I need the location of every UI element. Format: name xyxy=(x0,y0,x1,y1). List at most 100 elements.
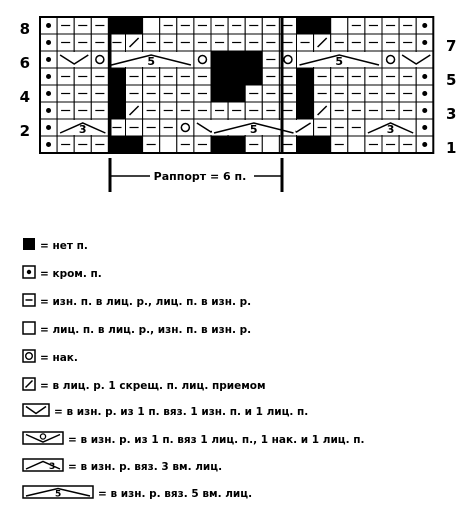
knit-cell xyxy=(263,137,279,152)
knit-cell xyxy=(143,18,159,33)
no-stitch-cell xyxy=(296,17,314,34)
no-stitch-cell xyxy=(228,136,246,153)
v-chevron-icon xyxy=(22,402,50,421)
decrease-mark xyxy=(367,122,414,134)
yarn-over-mark xyxy=(385,54,396,65)
svg-text:5: 5 xyxy=(55,490,61,500)
row-label-left: 8 xyxy=(20,20,30,38)
no-stitch-cell xyxy=(125,136,143,153)
legend-item: = в изн. р. из 1 п. вяз. 1 изн. п. и 1 л… xyxy=(22,402,308,421)
legend-item: = кром. п. xyxy=(22,264,102,283)
decrease-cell xyxy=(365,120,416,135)
decrease-number: 3 xyxy=(387,123,395,136)
edge-dot xyxy=(46,142,52,147)
edge-dot xyxy=(46,108,52,113)
decrease-cell xyxy=(212,120,296,135)
legend-item: = в изн. р. из 1 п. вяз 1 лиц. п., 1 нак… xyxy=(22,430,364,449)
no-stitch-cell xyxy=(296,136,314,153)
decrease-mark xyxy=(111,54,192,66)
yarn-over-mark xyxy=(180,122,191,133)
slash-mark xyxy=(128,105,140,116)
decrease-mark xyxy=(59,122,106,134)
no-stitch-cell xyxy=(296,85,314,102)
v-chevron-cell xyxy=(400,52,433,67)
no-stitch-cell xyxy=(211,51,229,68)
knit-cell xyxy=(348,137,364,152)
decrease-cell xyxy=(297,52,381,67)
no-stitch-cell xyxy=(125,17,143,34)
no-stitch-cell xyxy=(313,17,331,34)
legend-item: = в лиц. р. 1 скрещ. п. лиц. приемом xyxy=(22,376,266,395)
dec3-icon: 3 xyxy=(22,457,64,476)
legend-text: = в изн. р. из 1 п. вяз 1 лиц. п., 1 нак… xyxy=(68,433,365,446)
decrease-mark xyxy=(299,54,380,66)
no-stitch-cell xyxy=(296,68,314,85)
v-o-chevron-icon xyxy=(22,430,64,449)
edge-dot xyxy=(422,142,428,147)
no-stitch-cell xyxy=(211,136,229,153)
no-stitch-cell xyxy=(211,68,229,85)
empty-square-icon xyxy=(22,320,36,339)
no-stitch-cell xyxy=(313,136,331,153)
no-stitch-cell xyxy=(245,68,263,85)
legend-item: = изн. п. в лиц. р., лиц. п. в изн. р. xyxy=(22,292,251,311)
legend-text: = изн. п. в лиц. р., лиц. п. в изн. р. xyxy=(40,295,252,308)
yarn-over-cell xyxy=(280,52,296,67)
row-labels: 8 6 4 2 7 5 3 1 xyxy=(20,20,457,157)
edge-dot xyxy=(422,74,428,79)
legend-text: = кром. п. xyxy=(40,267,102,280)
no-stitch-cell xyxy=(228,85,246,102)
legend-text: = в изн. р. из 1 п. вяз. 1 изн. п. и 1 л… xyxy=(54,405,309,418)
decrease-cell xyxy=(109,52,193,67)
slash-mark xyxy=(128,37,140,48)
no-stitch-cell xyxy=(228,68,246,85)
no-stitch-cell xyxy=(211,85,229,102)
no-stitch-cell xyxy=(108,136,126,153)
yarn-over-mark xyxy=(95,54,105,65)
v-chevron-mark xyxy=(59,54,89,65)
knit-cell xyxy=(160,137,176,152)
legend-text: = в изн. р. вяз. 3 вм. лиц. xyxy=(68,460,223,473)
edge-dot xyxy=(422,40,428,45)
legend-text: = в изн. р. вяз. 5 вм. лиц. xyxy=(98,487,253,500)
yarn-over-icon xyxy=(22,348,36,367)
legend-item: = лиц. п. в лиц. р., изн. п. в изн. р. xyxy=(22,320,251,339)
edge-dot xyxy=(46,74,52,79)
slash-mark xyxy=(317,37,328,48)
edge-dot xyxy=(422,23,428,28)
no-stitch-cell xyxy=(296,102,314,119)
row-label-left: 6 xyxy=(20,54,30,72)
row-label-right: 3 xyxy=(446,105,456,123)
no-stitch-cell xyxy=(108,68,126,85)
decrease-number: 5 xyxy=(250,123,258,136)
decrease-cell xyxy=(58,120,108,135)
yarn-over-cell xyxy=(383,52,399,67)
row-label-right: 5 xyxy=(446,71,456,89)
slash-mark xyxy=(317,105,328,116)
legend-text: = в лиц. р. 1 скрещ. п. лиц. приемом xyxy=(40,379,266,392)
yarn-over-cell xyxy=(194,52,210,67)
edge-dot xyxy=(46,23,52,28)
v-chevron-cell xyxy=(58,52,91,67)
no-stitch-cell xyxy=(108,85,126,102)
legend-text: = нет п. xyxy=(40,239,88,252)
legend-item: = нет п. xyxy=(22,236,88,255)
svg-text:3: 3 xyxy=(49,462,55,472)
decrease-number: 5 xyxy=(335,55,343,68)
black-square-icon xyxy=(22,236,36,255)
decrease-number: 3 xyxy=(79,123,87,136)
chart-border xyxy=(39,16,435,154)
dec5-icon: 5 xyxy=(22,484,94,503)
repeat-bracket: Раппорт = 6 п. xyxy=(108,158,284,192)
legend-text: = нак. xyxy=(40,351,78,364)
yarn-over-cell xyxy=(92,52,108,67)
yarn-over-cell xyxy=(177,120,193,135)
legend-text: = лиц. п. в лиц. р., изн. п. в изн. р. xyxy=(40,323,252,336)
row-label-left: 2 xyxy=(20,122,30,140)
yarn-over-mark xyxy=(283,54,293,65)
no-stitch-cell xyxy=(228,51,246,68)
edge-dot xyxy=(422,108,428,113)
edge-dot xyxy=(422,125,428,130)
